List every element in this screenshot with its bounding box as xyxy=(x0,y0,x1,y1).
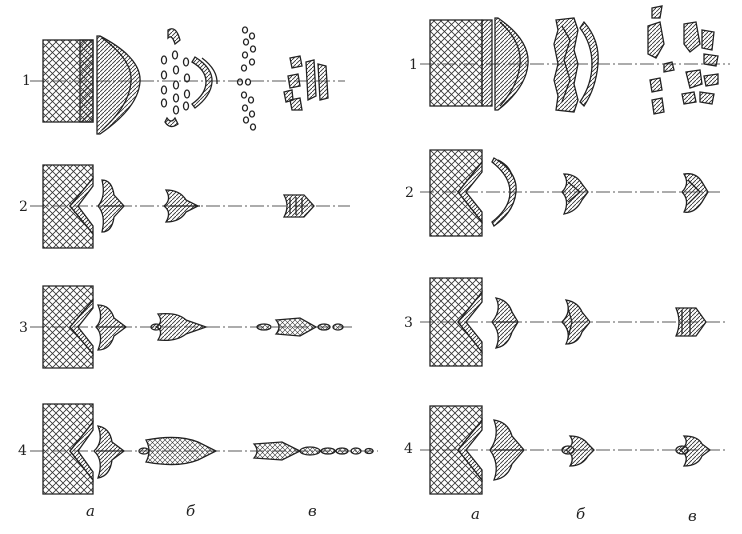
left-row-label-3: 3 xyxy=(19,320,28,336)
right-col-label-a: а xyxy=(471,505,480,523)
left-col-label-a: а xyxy=(86,502,95,520)
right-row-1 xyxy=(420,5,730,115)
left-row-label-1: 1 xyxy=(22,73,31,89)
left-row-3 xyxy=(30,285,355,369)
right-row-3 xyxy=(420,277,725,367)
left-1c-dots xyxy=(236,26,257,131)
right-row-label-4: 4 xyxy=(404,441,413,457)
right-1c-fragments xyxy=(647,5,719,115)
left-row-label-2: 2 xyxy=(19,199,28,215)
right-row-label-3: 3 xyxy=(404,315,413,331)
right-row-label-1: 1 xyxy=(409,57,418,73)
left-col-label-c: в xyxy=(308,502,317,520)
left-1b-chips xyxy=(160,50,191,115)
left-row-2 xyxy=(30,164,350,249)
right-col-label-c: в xyxy=(688,507,697,525)
right-row-label-2: 2 xyxy=(405,185,414,201)
left-row-label-4: 4 xyxy=(18,443,27,459)
left-row-4 xyxy=(30,403,378,495)
left-col-label-b: б xyxy=(186,502,196,520)
right-col-label-b: б xyxy=(576,505,586,523)
right-row-2 xyxy=(420,149,720,237)
left-row-1 xyxy=(30,26,345,135)
right-row-4 xyxy=(420,405,725,495)
